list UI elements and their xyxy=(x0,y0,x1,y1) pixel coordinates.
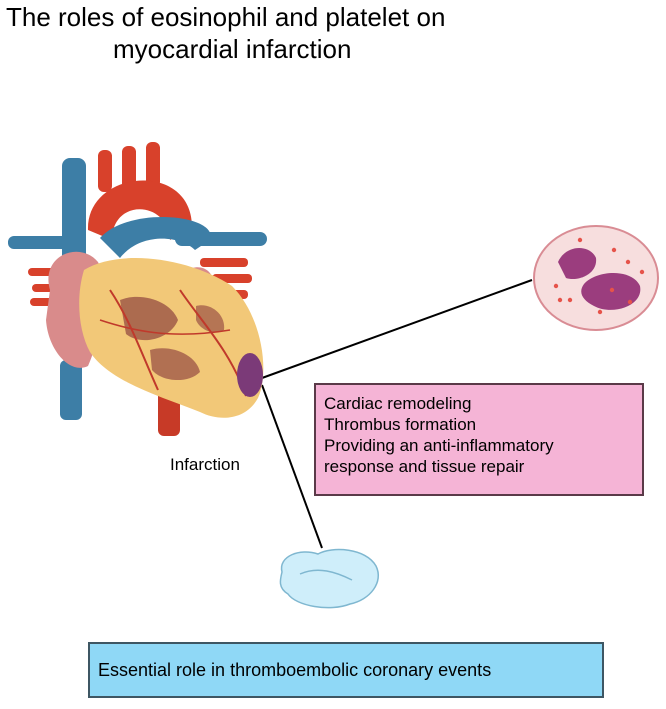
platelet-cell-icon xyxy=(279,548,379,609)
platelet-connector-line xyxy=(261,384,323,549)
eosinophil-connector-line xyxy=(261,279,533,379)
eosinophil-role-4: response and tissue repair xyxy=(324,457,525,476)
eosinophil-role-2: Thrombus formation xyxy=(324,415,477,434)
infarction-label: Infarction xyxy=(170,455,240,474)
platelet-role-box: Essential role in thromboembolic coronar… xyxy=(88,642,604,698)
infarct-region xyxy=(237,353,263,397)
title-line-1: The roles of eosinophil and platelet on xyxy=(6,2,446,32)
eosinophil-cell-icon xyxy=(533,225,659,331)
eosinophil-role-1: Cardiac remodeling xyxy=(324,394,472,413)
title-line-2: myocardial infarction xyxy=(113,34,352,64)
eosinophil-role-3: Providing an anti-inflammatory xyxy=(324,436,554,455)
platelet-role-text: Essential role in thromboembolic coronar… xyxy=(98,659,492,680)
heart-illustration-icon xyxy=(8,142,267,436)
eosinophil-roles-box: Cardiac remodeling Thrombus formation Pr… xyxy=(314,383,644,496)
